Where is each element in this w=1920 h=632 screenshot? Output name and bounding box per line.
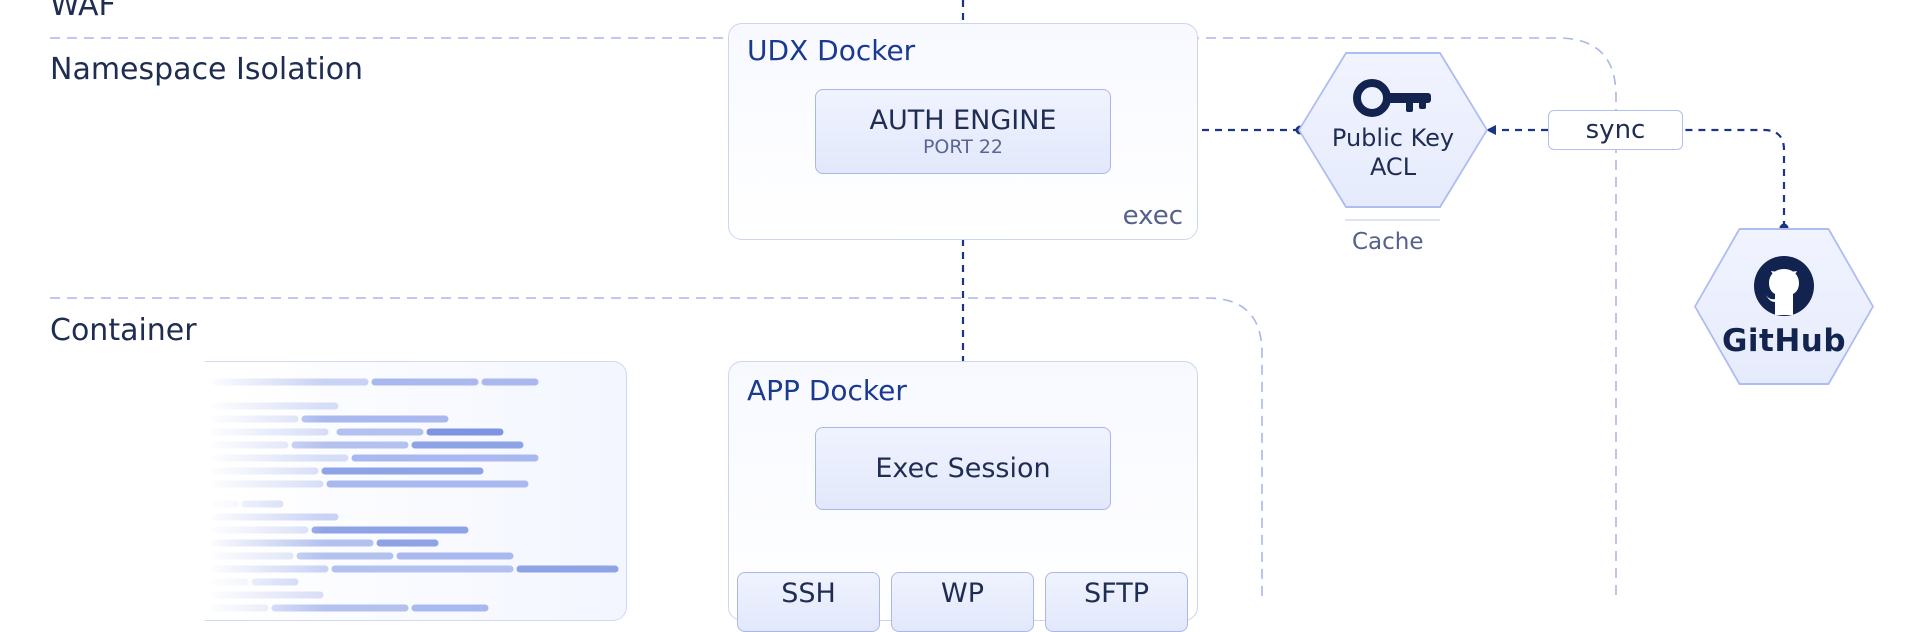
code-preview-panel bbox=[205, 361, 627, 621]
zone-label-container: Container bbox=[50, 313, 197, 348]
udx-docker-footer: exec bbox=[1122, 201, 1183, 231]
github-label: GitHub bbox=[1721, 322, 1847, 359]
sftp-session-node[interactable]: SFTP bbox=[1045, 572, 1188, 632]
wp-label: WP bbox=[941, 578, 984, 609]
auth-engine-port: PORT 22 bbox=[922, 135, 1004, 158]
cache-label: Cache bbox=[1352, 229, 1424, 255]
auth-engine-title: AUTH ENGINE bbox=[869, 104, 1057, 136]
ssh-session-node[interactable]: SSH bbox=[737, 572, 880, 632]
zone-label-waf: WAF bbox=[50, 0, 116, 23]
acl-label: ACL bbox=[1369, 153, 1417, 181]
key-icon bbox=[1351, 76, 1435, 124]
container-zone-boundary bbox=[50, 297, 1263, 600]
sync-label: sync bbox=[1548, 110, 1683, 150]
exec-session-node[interactable]: Exec Session bbox=[815, 427, 1111, 510]
ssh-label: SSH bbox=[781, 578, 836, 609]
github-to-sync-line bbox=[1683, 128, 1786, 228]
zone-label-namespace: Namespace Isolation bbox=[50, 52, 364, 87]
github-icon bbox=[1752, 255, 1816, 321]
exec-session-label: Exec Session bbox=[875, 452, 1051, 484]
udx-docker-title: UDX Docker bbox=[747, 34, 916, 67]
namespace-zone-boundary bbox=[50, 37, 1617, 600]
public-key-label: Public Key bbox=[1331, 124, 1455, 152]
app-docker-title: APP Docker bbox=[747, 374, 907, 407]
wp-session-node[interactable]: WP bbox=[891, 572, 1034, 632]
sftp-label: SFTP bbox=[1084, 578, 1149, 609]
auth-engine-node[interactable]: AUTH ENGINE PORT 22 bbox=[815, 89, 1111, 174]
